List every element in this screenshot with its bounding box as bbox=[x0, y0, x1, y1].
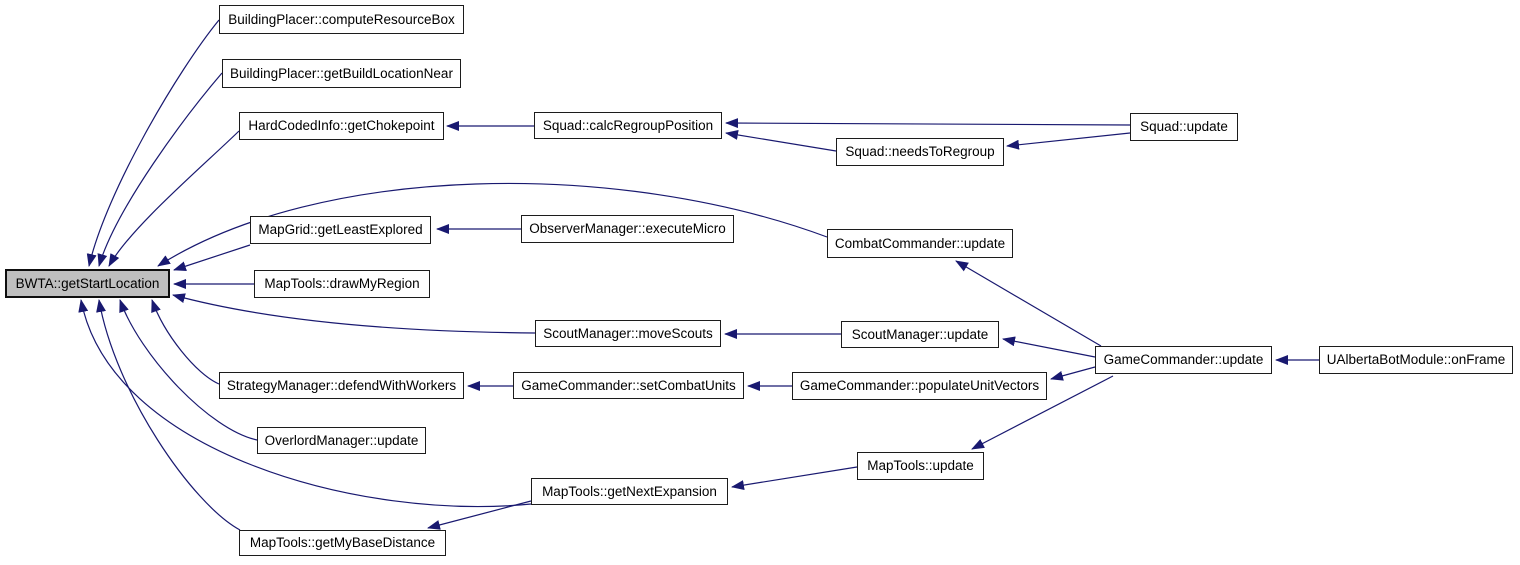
edge-get-chokepoint-to-get-start-location bbox=[108, 130, 240, 267]
edge-squad-update-to-calc-regroup-position bbox=[725, 118, 1131, 129]
edge-game-commander-update-to-combat-commander-update bbox=[955, 260, 1102, 347]
node-compute-resource-box[interactable]: BuildingPlacer::computeResourceBox bbox=[219, 5, 464, 34]
node-get-least-explored[interactable]: MapGrid::getLeastExplored bbox=[250, 216, 431, 244]
node-map-tools-update[interactable]: MapTools::update bbox=[857, 452, 984, 480]
node-squad-update[interactable]: Squad::update bbox=[1130, 113, 1238, 141]
node-game-commander-update[interactable]: GameCommander::update bbox=[1095, 346, 1272, 374]
node-get-chokepoint[interactable]: HardCodedInfo::getChokepoint bbox=[239, 112, 444, 140]
edge-defend-with-workers-to-get-start-location bbox=[151, 299, 220, 385]
node-get-build-location-near[interactable]: BuildingPlacer::getBuildLocationNear bbox=[222, 59, 461, 88]
node-on-frame[interactable]: UAlbertaBotModule::onFrame bbox=[1319, 346, 1513, 374]
edge-map-tools-update-to-get-next-expansion bbox=[731, 466, 858, 491]
edge-move-scouts-to-get-start-location bbox=[172, 293, 536, 334]
edge-squad-update-to-needs-to-regroup bbox=[1006, 132, 1131, 150]
node-draw-my-region[interactable]: MapTools::drawMyRegion bbox=[254, 270, 430, 298]
edge-get-least-explored-to-get-start-location bbox=[173, 244, 251, 271]
edge-get-next-expansion-to-get-my-base-distance bbox=[427, 500, 532, 530]
edge-combat-commander-update-to-get-start-location bbox=[157, 182, 828, 267]
node-defend-with-workers[interactable]: StrategyManager::defendWithWorkers bbox=[219, 372, 464, 399]
node-move-scouts[interactable]: ScoutManager::moveScouts bbox=[535, 320, 721, 347]
node-populate-unit-vectors[interactable]: GameCommander::populateUnitVectors bbox=[792, 372, 1047, 400]
edge-overlord-manager-update-to-get-start-location bbox=[119, 299, 258, 441]
node-calc-regroup-position[interactable]: Squad::calcRegroupPosition bbox=[534, 112, 722, 139]
edge-needs-to-regroup-to-calc-regroup-position bbox=[725, 130, 837, 152]
edge-compute-resource-box-to-get-start-location bbox=[86, 19, 220, 267]
edge-game-commander-update-to-map-tools-update bbox=[971, 375, 1114, 450]
edge-get-build-location-near-to-get-start-location bbox=[97, 72, 223, 267]
node-scout-manager-update[interactable]: ScoutManager::update bbox=[841, 321, 999, 348]
node-overlord-manager-update[interactable]: OverlordManager::update bbox=[257, 427, 426, 454]
edge-game-commander-update-to-scout-manager-update bbox=[1002, 336, 1096, 358]
edge-game-commander-update-to-populate-unit-vectors bbox=[1050, 366, 1096, 381]
edge-get-next-expansion-to-get-start-location bbox=[78, 299, 532, 508]
node-execute-micro[interactable]: ObserverManager::executeMicro bbox=[521, 215, 734, 243]
node-combat-commander-update[interactable]: CombatCommander::update bbox=[827, 229, 1013, 258]
node-needs-to-regroup[interactable]: Squad::needsToRegroup bbox=[836, 138, 1004, 166]
node-get-my-base-distance[interactable]: MapTools::getMyBaseDistance bbox=[239, 530, 446, 556]
node-get-start-location[interactable]: BWTA::getStartLocation bbox=[5, 269, 170, 298]
node-set-combat-units[interactable]: GameCommander::setCombatUnits bbox=[513, 372, 744, 399]
node-get-next-expansion[interactable]: MapTools::getNextExpansion bbox=[531, 478, 728, 505]
edge-get-my-base-distance-to-get-start-location bbox=[96, 299, 241, 531]
